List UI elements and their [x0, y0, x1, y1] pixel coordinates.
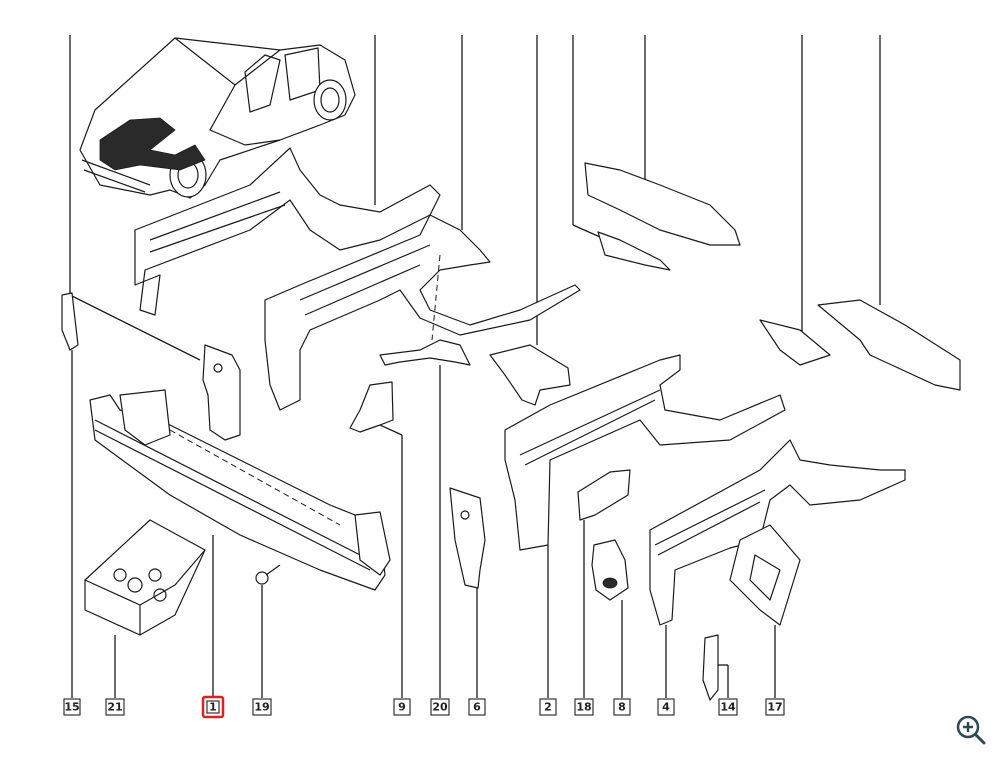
- callout-20[interactable]: 20: [430, 698, 450, 716]
- part-4-rail: [649, 439, 906, 626]
- callout-label: 2: [544, 701, 552, 714]
- part-6-plate: [449, 487, 486, 589]
- part-19-bolt: [255, 564, 281, 585]
- callout-label: 8: [618, 701, 626, 714]
- part-17-plate: [729, 524, 801, 626]
- part-support-bracket: [489, 344, 571, 406]
- zoom-in-button[interactable]: [953, 712, 989, 748]
- zoom-in-icon: [956, 715, 986, 745]
- upper-rail-assembly: [134, 147, 581, 411]
- callout-8[interactable]: 8: [613, 698, 631, 716]
- callout-label: 15: [64, 701, 79, 714]
- callout-4[interactable]: 4: [657, 698, 675, 716]
- part-bracket-left: [202, 344, 241, 441]
- callout-19[interactable]: 19: [252, 698, 272, 716]
- part-21-fastener-box: [84, 519, 206, 636]
- part-1-bumper-beam: [89, 389, 391, 591]
- callout-label: 4: [662, 701, 670, 714]
- callout-15[interactable]: 15: [63, 698, 81, 716]
- bottom-leader-lines: [71, 350, 776, 698]
- part-18-bracket: [577, 469, 631, 521]
- callout-label: 19: [254, 701, 269, 714]
- callout-label: 18: [576, 701, 591, 714]
- part-15-bracket: [61, 292, 79, 351]
- callout-label: 1: [209, 701, 217, 714]
- callout-label: 17: [767, 701, 782, 714]
- car-illustration: [79, 37, 356, 199]
- callout-21[interactable]: 21: [105, 698, 125, 716]
- part-2-rail-assembly: [504, 354, 786, 551]
- part-9-bracket: [349, 381, 394, 433]
- part-8-mount: [591, 539, 629, 601]
- callout-2[interactable]: 2: [539, 698, 557, 716]
- callout-14[interactable]: 14: [718, 698, 738, 716]
- callout-17[interactable]: 17: [765, 698, 785, 716]
- callout-label: 20: [432, 701, 448, 714]
- callout-6[interactable]: 6: [468, 698, 486, 716]
- callout-label: 6: [473, 701, 481, 714]
- highlight-frame: [201, 695, 225, 719]
- callout-18[interactable]: 18: [574, 698, 594, 716]
- callout-label: 21: [107, 701, 122, 714]
- top-leader-lines: [69, 35, 881, 361]
- part-14-bracket: [702, 634, 719, 701]
- part-upper-right-rail: [584, 162, 961, 391]
- part-20-bracket: [379, 339, 471, 366]
- callout-label: 14: [720, 701, 736, 714]
- callout-1-highlighted[interactable]: 1: [201, 695, 225, 719]
- callout-9[interactable]: 9: [393, 698, 411, 716]
- callout-label: 9: [398, 701, 406, 714]
